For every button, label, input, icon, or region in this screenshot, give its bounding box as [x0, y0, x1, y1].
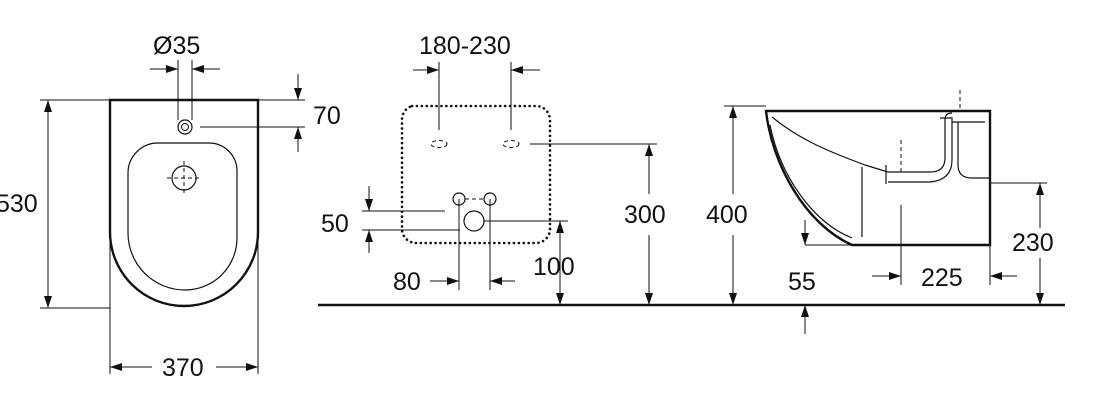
- outlet-distance-label: 225: [921, 264, 963, 292]
- tap-hole-inner: [181, 123, 189, 131]
- height-label: 530: [0, 190, 38, 218]
- tap-hole: [177, 119, 193, 135]
- bidet-outline: [108, 98, 260, 308]
- side-view: 400 230 55 225: [706, 90, 1054, 334]
- fixing-hole-left: [430, 140, 448, 148]
- rim-offset-label: 55: [788, 268, 816, 296]
- inlet-offset-label: 80: [393, 268, 421, 296]
- trap-outline: [861, 112, 990, 237]
- waste-outlet: [463, 210, 485, 232]
- total-height-label: 400: [706, 201, 748, 229]
- width-label: 370: [162, 354, 204, 382]
- outlet-height-label: 230: [1012, 229, 1054, 257]
- inner-bowl-lower: [769, 124, 853, 239]
- tap-hole-diameter-label: Ø35: [153, 32, 200, 60]
- wall-outline-dotted: [400, 104, 552, 245]
- fixing-spacing-label: 180-230: [419, 32, 511, 60]
- side-outline: [764, 109, 992, 247]
- bowl-outline: [127, 142, 238, 291]
- tap-hole-offset-label: 70: [313, 102, 341, 130]
- fixing-hole-right: [502, 140, 520, 148]
- inlet-height-label: 100: [533, 253, 575, 281]
- drain-centerline: [167, 161, 201, 195]
- inlet-spacing-label: 50: [321, 210, 349, 238]
- inner-bowl-curve: [771, 116, 889, 173]
- wall-view: 180-230 300 50 80 100: [321, 32, 666, 305]
- fixing-height-label: 300: [624, 201, 666, 229]
- front-view: Ø35 70 530 370: [0, 32, 341, 382]
